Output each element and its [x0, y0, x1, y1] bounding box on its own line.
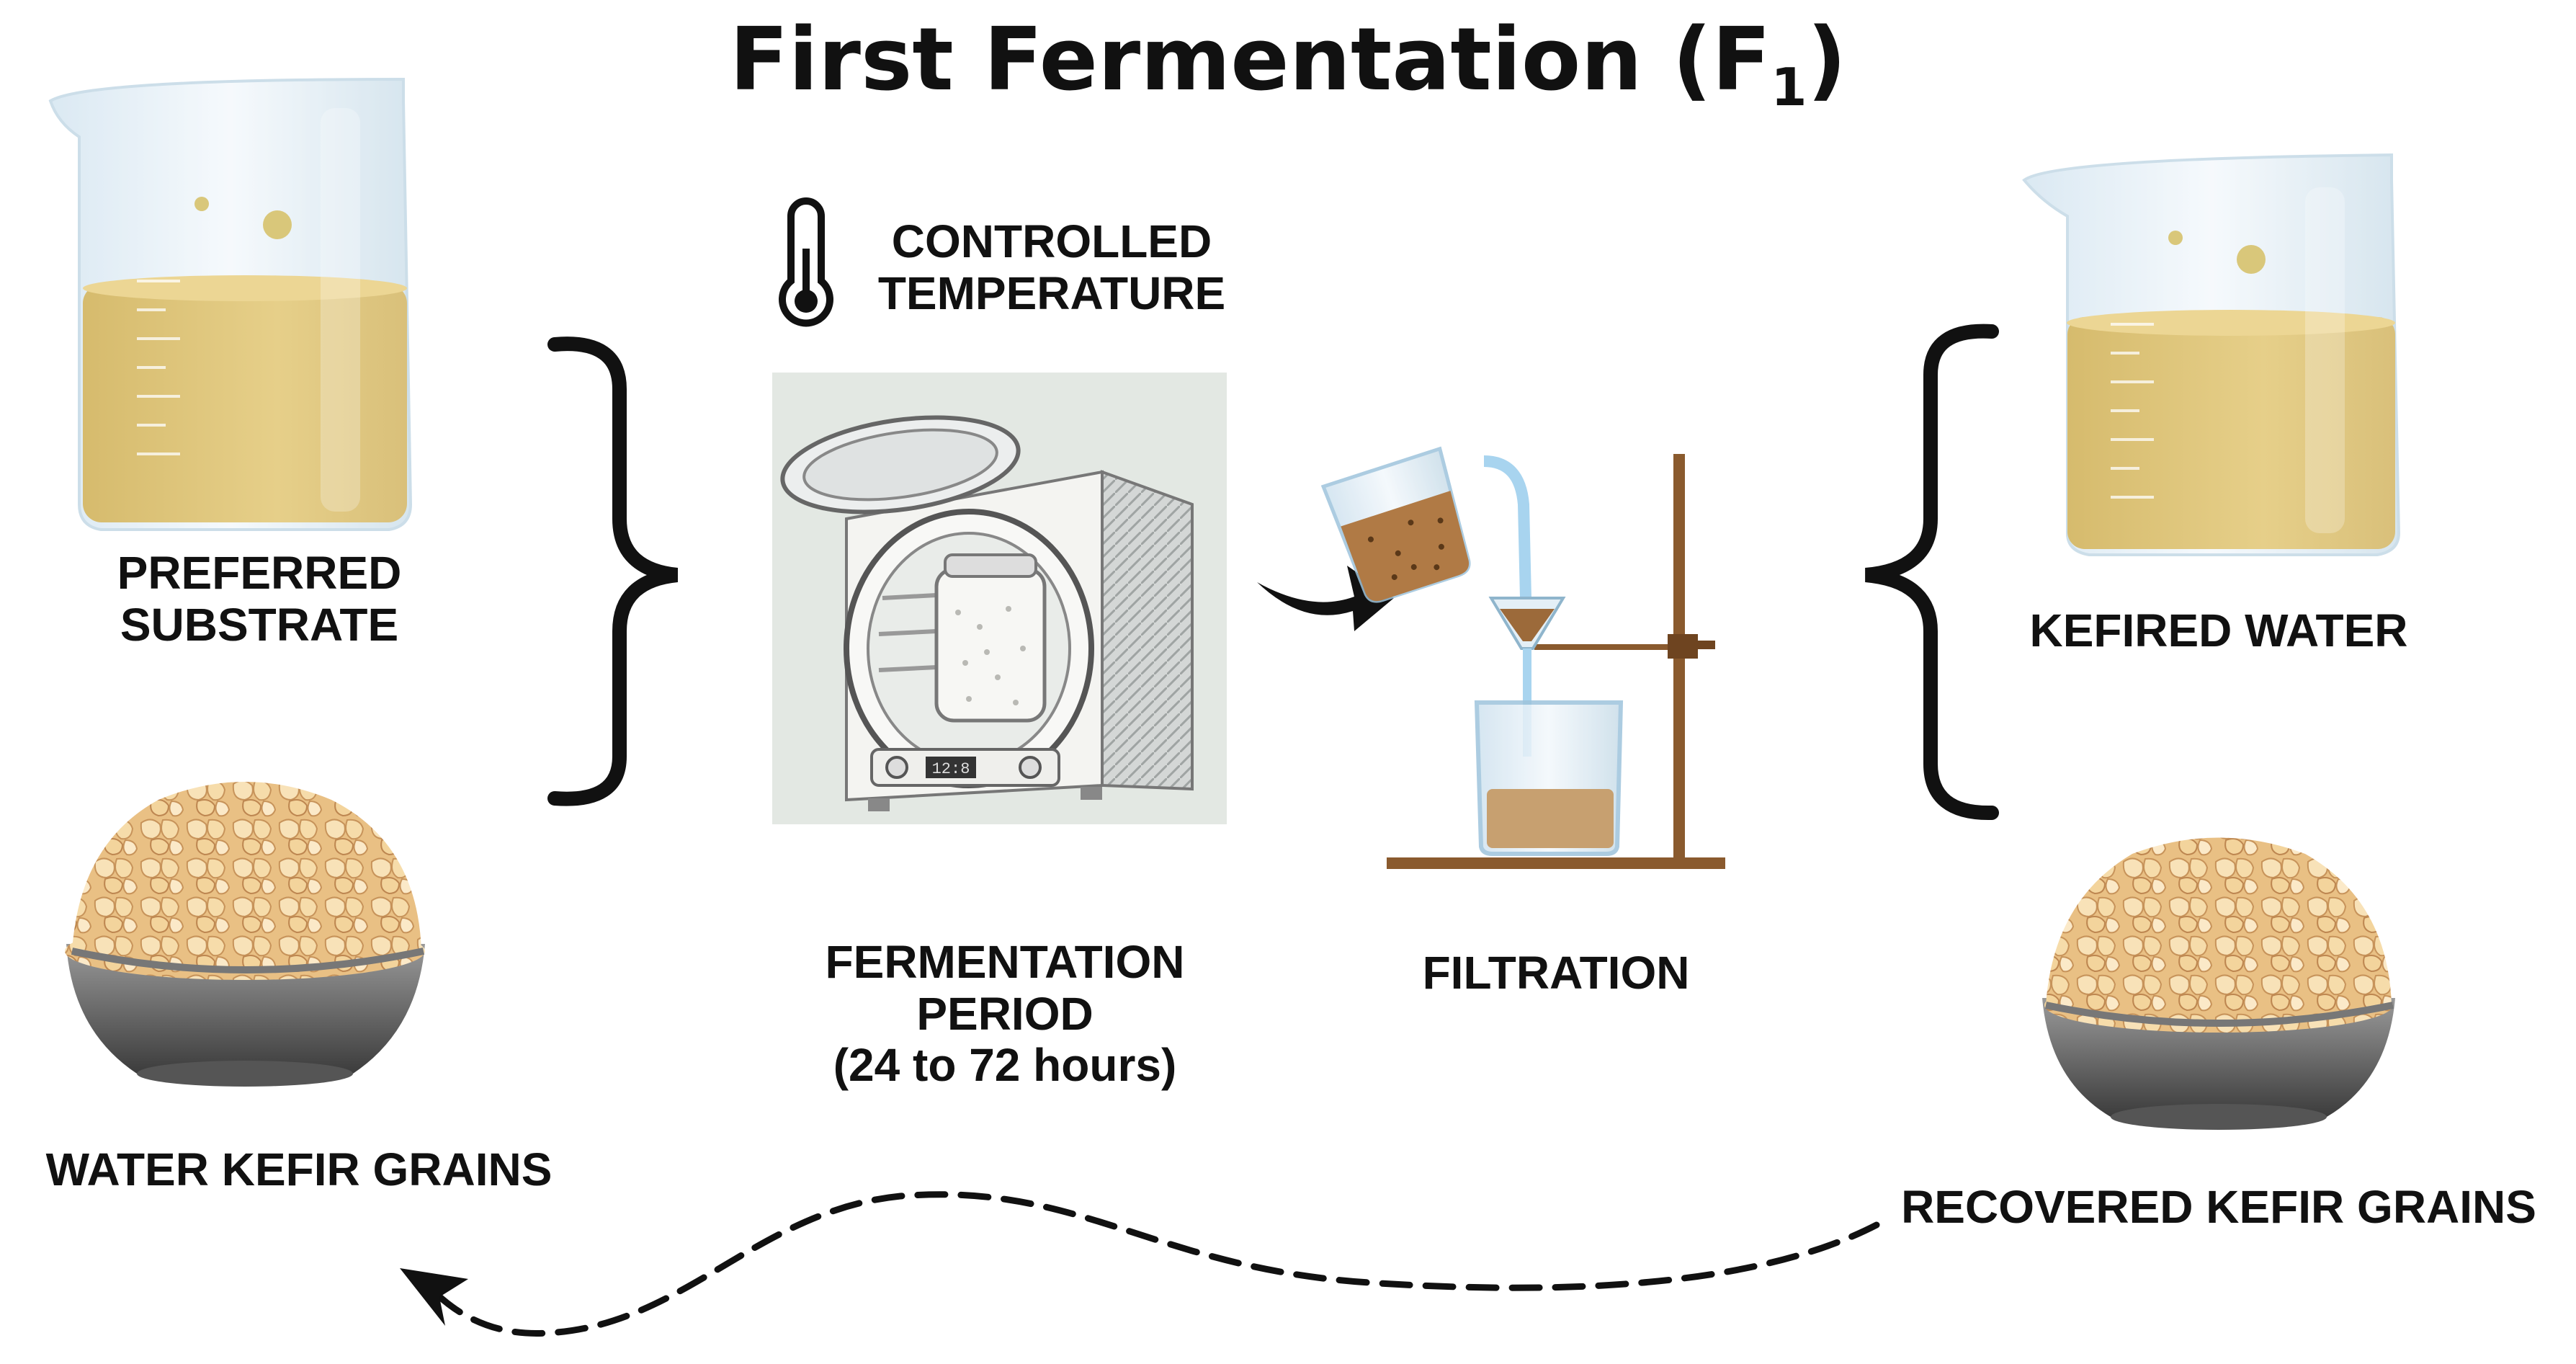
fermentation-period-label: FERMENTATION PERIOD (24 to 72 hours) [825, 936, 1185, 1092]
substrate-liquid [83, 285, 407, 522]
substrate-beaker [48, 77, 413, 531]
kefired-water-liquid [2067, 317, 2395, 549]
recycle-arrow [429, 1191, 1880, 1337]
right-brace [1864, 324, 1999, 821]
recycle-arrowhead [400, 1268, 468, 1326]
filtration-label: FILTRATION [1422, 947, 1690, 999]
recovered-kefir-grains-bowl [2042, 837, 2395, 1130]
thermometer-icon [779, 197, 833, 327]
incubator-display: 12:8 [932, 760, 970, 778]
preferred-substrate-label: PREFERRED SUBSTRATE [117, 547, 402, 651]
left-brace [547, 336, 679, 806]
diagram-title: First Fermentation (F1) [729, 10, 1847, 117]
controlled-temperature-label: CONTROLLED TEMPERATURE [877, 215, 1226, 319]
recovered-kefir-grains-label: RECOVERED KEFIR GRAINS [1901, 1181, 2536, 1233]
kefired-water-label: KEFIRED WATER [2029, 605, 2408, 656]
incubator: 12:8 [772, 373, 1227, 824]
kefired-water-beaker [2022, 153, 2401, 556]
water-kefir-grains-label: WATER KEFIR GRAINS [45, 1144, 553, 1195]
filtration-setup [1320, 446, 1725, 869]
water-kefir-grains-bowl [65, 782, 425, 1087]
